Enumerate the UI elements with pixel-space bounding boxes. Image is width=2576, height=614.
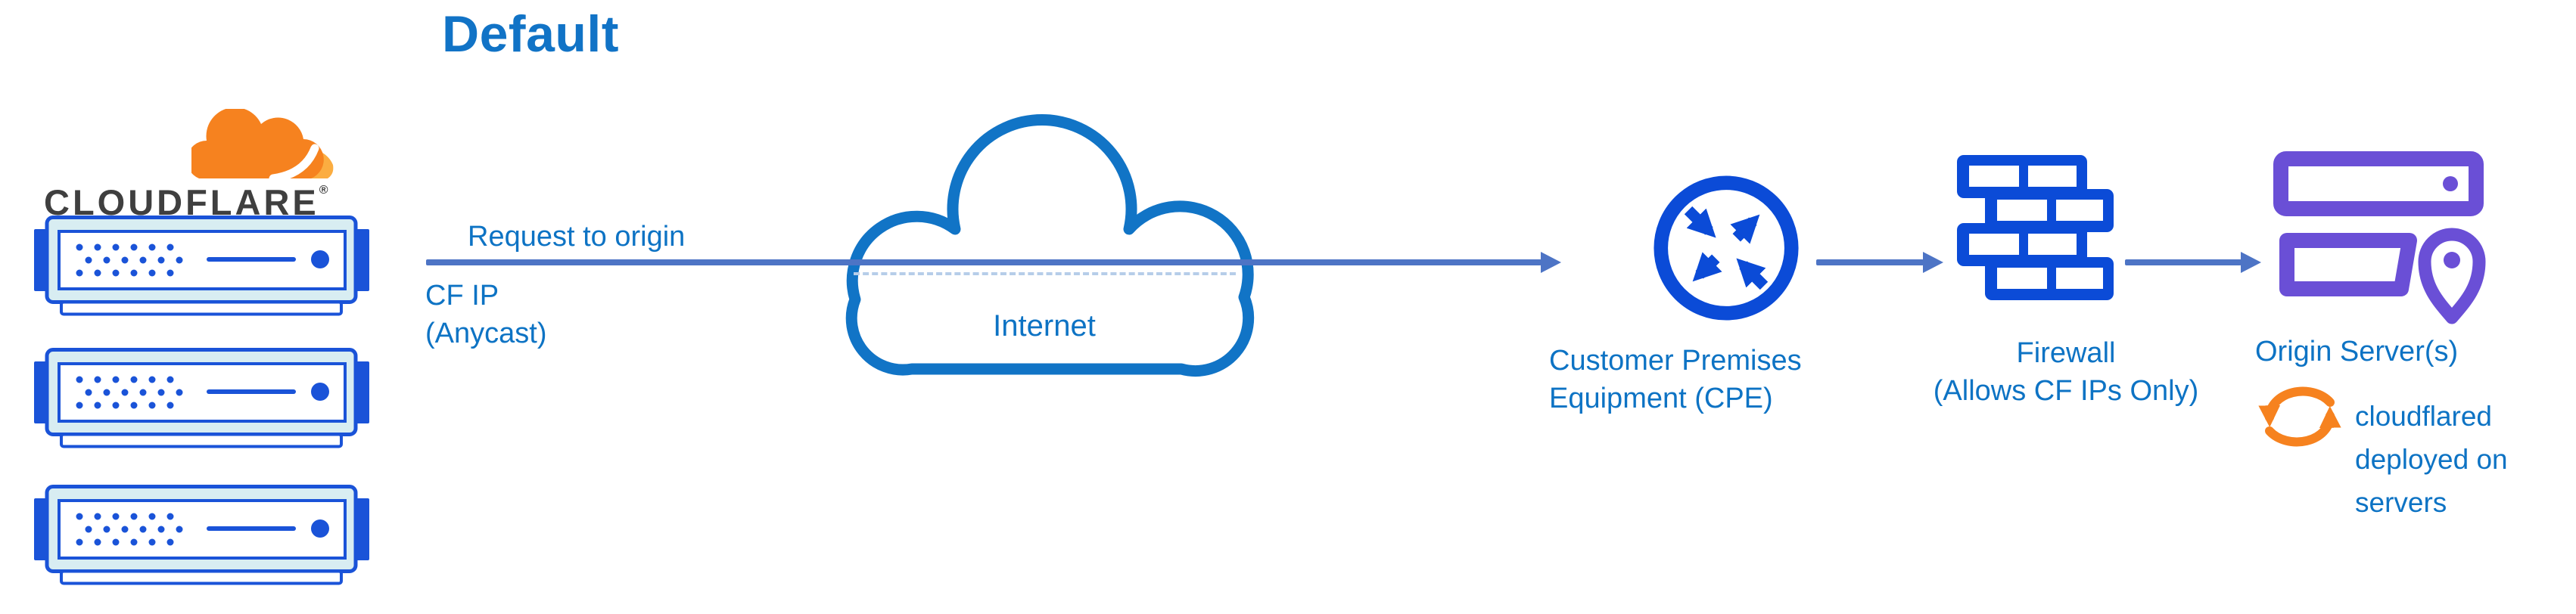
- cf-edge-server-icon: [34, 485, 369, 588]
- sync-icon: [2258, 386, 2341, 447]
- firewall-label-line2: (Allows CF IPs Only): [1933, 375, 2199, 407]
- cf-ip-anycast-label: CF IP (Anycast): [425, 277, 546, 352]
- cf-edge-server-icon: [34, 348, 369, 451]
- arrow-cpe-to-firewall-head: [1923, 252, 1943, 273]
- cloudflare-logo: [187, 107, 337, 185]
- cpe-label-line2: Equipment (CPE): [1549, 383, 1773, 414]
- firewall-label-line1: Firewall: [2016, 337, 2116, 369]
- diagram-title: Default: [442, 5, 619, 63]
- registered-mark: ®: [319, 184, 328, 197]
- cloudflare-cloud-icon: [187, 107, 334, 183]
- firewall-icon: [1957, 155, 2114, 300]
- origin-servers-label: Origin Server(s): [2255, 336, 2459, 367]
- origin-servers-icon: [2273, 151, 2486, 324]
- firewall-label: Firewall (Allows CF IPs Only): [1899, 334, 2232, 410]
- cf-ip-line1: CF IP: [425, 280, 499, 312]
- cloudflared-line1: cloudflared: [2355, 401, 2493, 432]
- arrow-firewall-to-origin-head: [2241, 252, 2261, 273]
- internet-cloud-icon: [845, 114, 1255, 377]
- cf-edge-server-icon: [34, 216, 369, 318]
- cpe-label-line1: Customer Premises: [1549, 345, 1802, 377]
- main-flow-arrow-head: [1541, 252, 1561, 273]
- arrow-cpe-to-firewall-shaft: [1816, 259, 1924, 265]
- cpe-router-icon: [1654, 175, 1799, 321]
- cloudflared-line3: servers: [2355, 487, 2447, 518]
- internet-label: Internet: [993, 309, 1096, 343]
- arrow-firewall-to-origin-shaft: [2125, 259, 2242, 265]
- cloudflared-line2: deployed on: [2355, 444, 2508, 475]
- request-to-origin-label: Request to origin: [468, 221, 686, 253]
- cloudflared-note: cloudflared deployed on servers: [2355, 395, 2508, 524]
- cf-ip-line2: (Anycast): [425, 318, 547, 349]
- main-flow-arrow-shaft: [426, 259, 1542, 265]
- hidden-path-dashed-line: [854, 272, 1236, 275]
